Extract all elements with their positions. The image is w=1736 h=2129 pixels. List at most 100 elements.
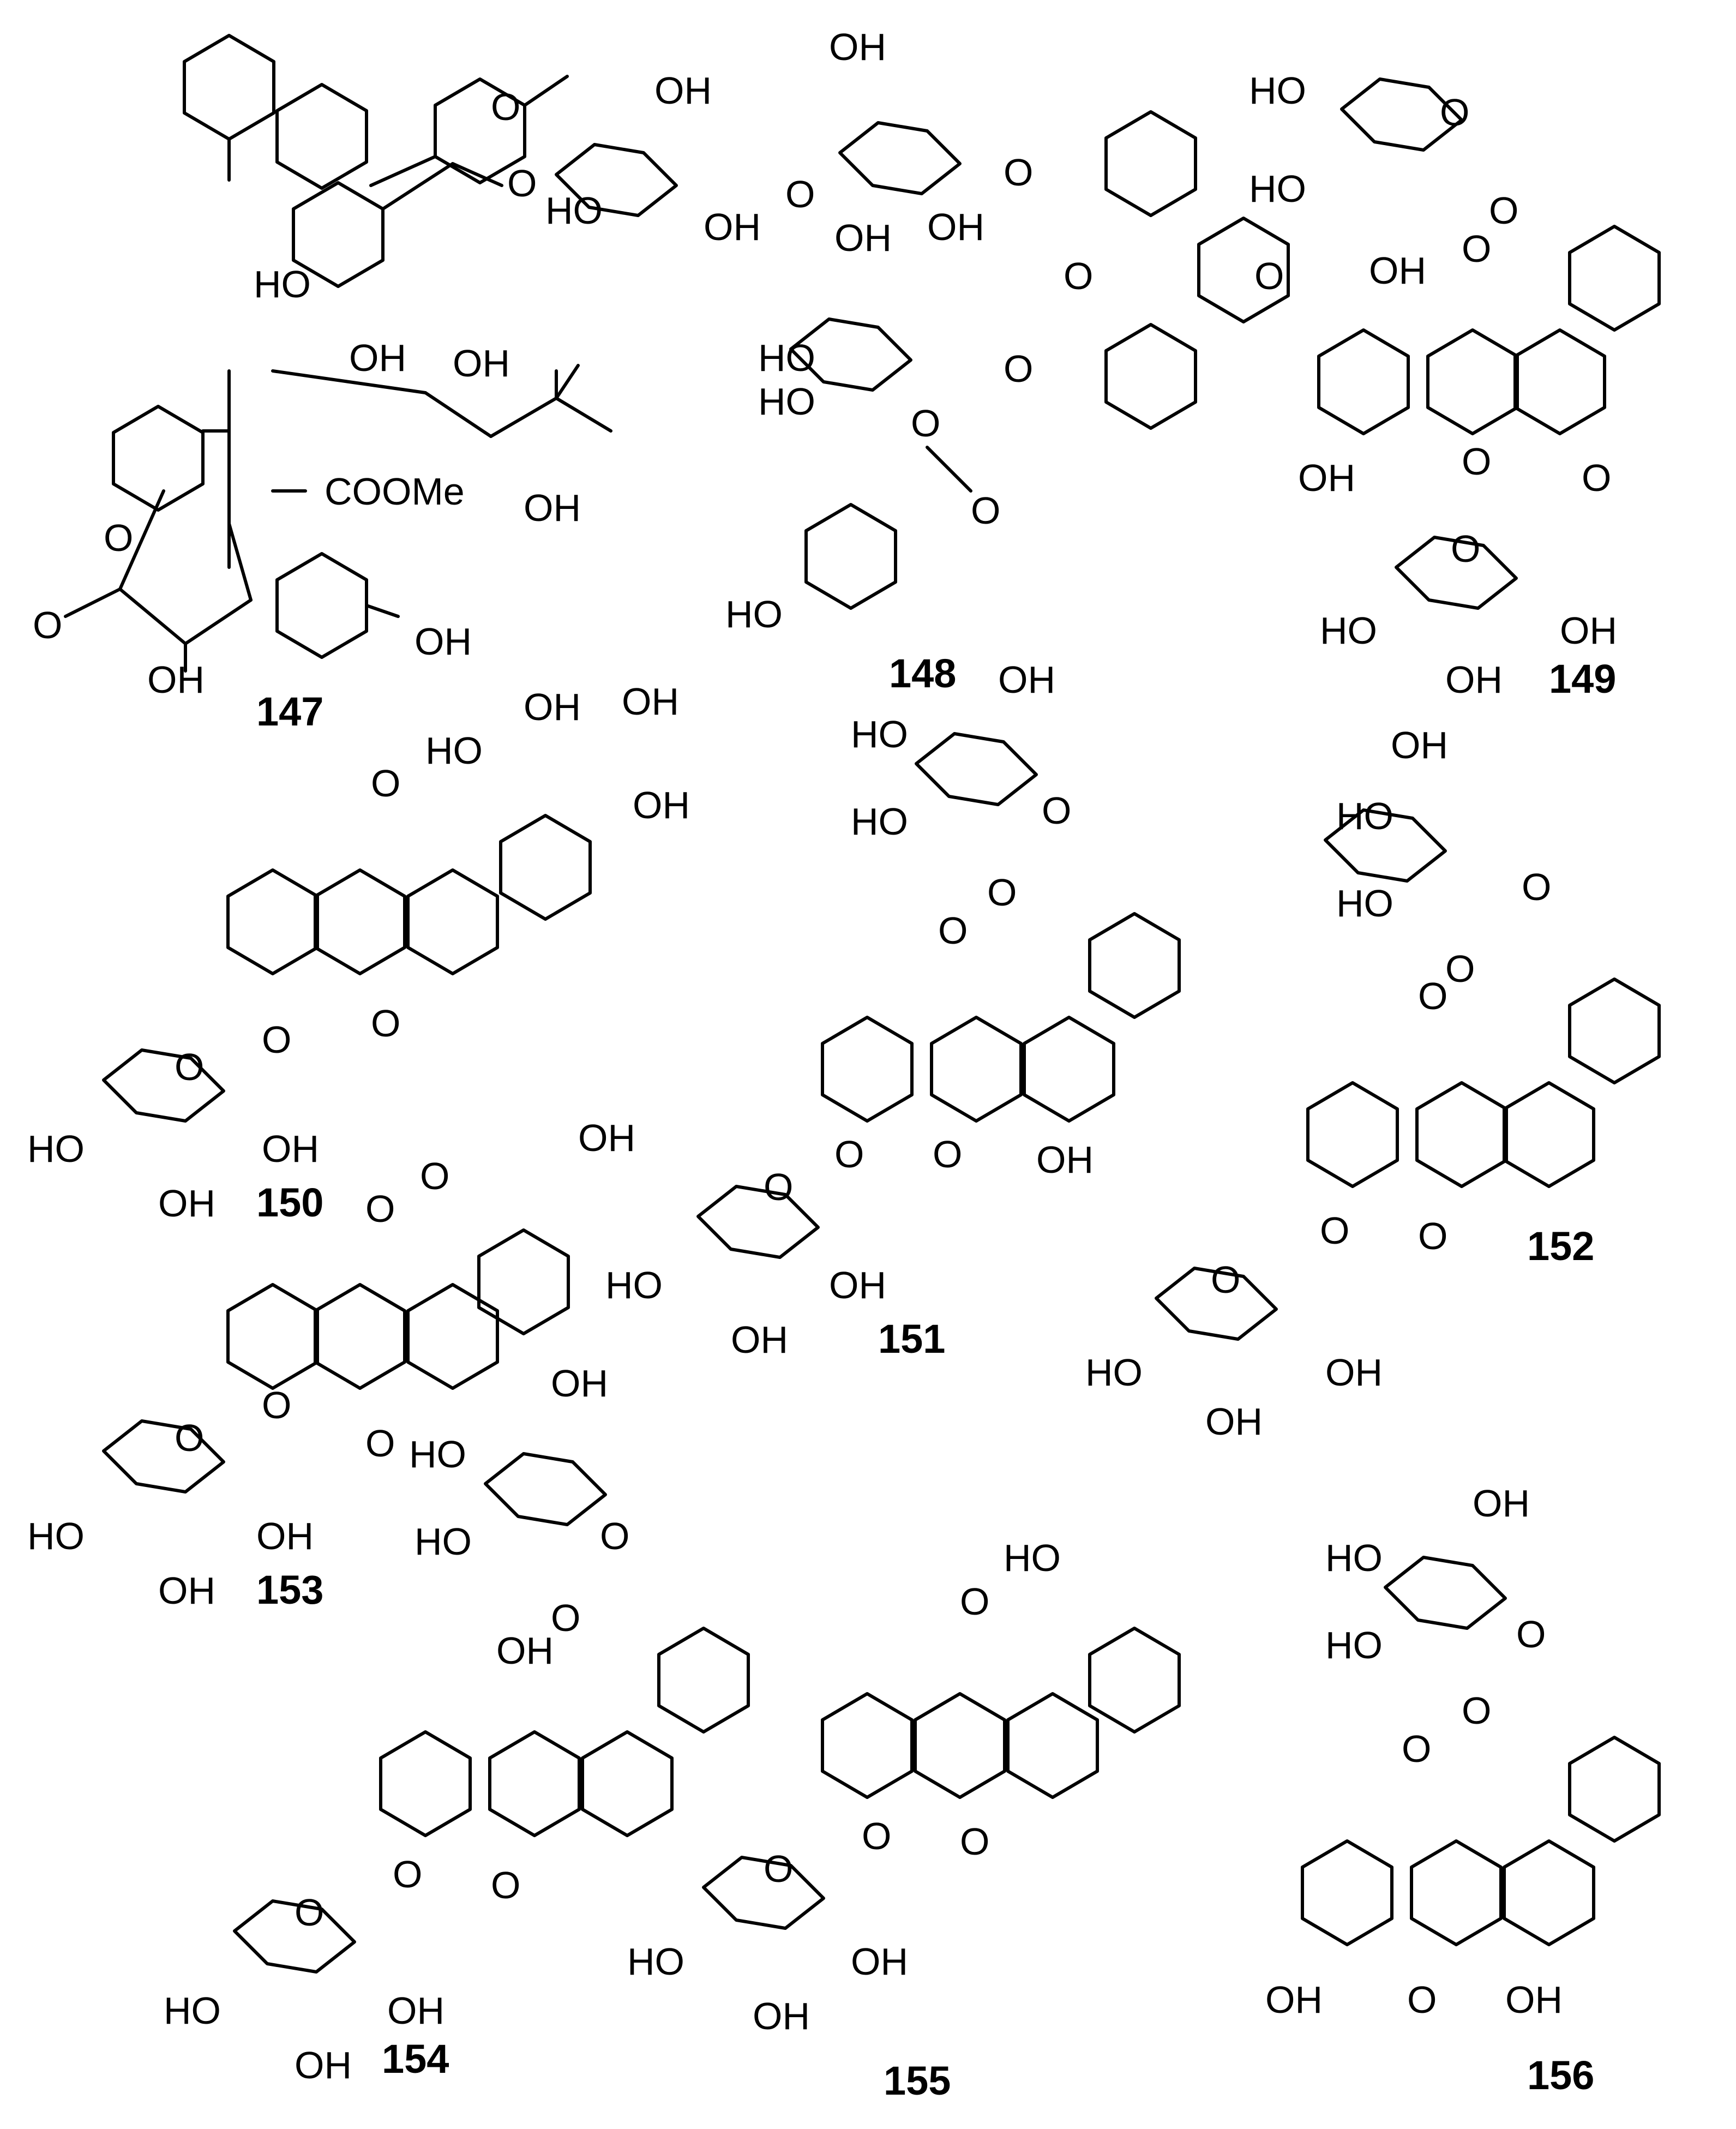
label-o: O [1462,1689,1491,1732]
compound-number-150: 150 [256,1180,323,1225]
label-oh: OH [633,784,690,826]
label-o: O [960,1580,989,1623]
compound-150: HO OH OH OH O O O O HO OH OH 150 [27,680,690,1225]
label-oh: OH [1325,1351,1383,1394]
compound-number-152: 152 [1527,1224,1594,1269]
compound-153: O OH O O O O HO OH OH 153 [27,1117,635,1612]
label-oh: OH [262,1128,319,1170]
label-o: O [1418,975,1447,1017]
label-o: O [393,1853,422,1896]
compound-number-147: 147 [256,689,323,734]
compound-154: OH HO HO O O OH O O O HO OH OH 154 [164,1362,748,2086]
compound-number-154: 154 [382,2036,449,2082]
label-ho: HO [415,1520,472,1563]
compound-151: OH HO HO O O O O OH O O HO OH OH 151 [605,658,1179,1362]
label-o: O [834,1133,864,1176]
label-o: O [1462,227,1491,270]
label-ho: HO [164,1989,221,2032]
label-o: O [1516,1613,1546,1656]
compound-number-148: 148 [889,651,956,696]
label-ho: HO [758,380,815,423]
label-oh: OH [453,342,510,385]
label-o: O [295,1891,324,1934]
label-oh: OH [829,1264,886,1306]
label-oh: OH [704,206,761,248]
label-o: O [1004,347,1033,390]
label-o: O [933,1133,962,1176]
label-o: O [365,1188,395,1230]
compound-147: COOMe OH OH OH OH OH O O 147 [33,35,612,734]
label-ho: HO [758,337,815,379]
label-o: O [1522,866,1551,908]
label-oh: OH [158,1569,215,1612]
label-oh: OH [998,658,1055,701]
label-oh: OH [1298,457,1355,499]
label-o: O [1402,1728,1431,1770]
label-o: O [1211,1258,1240,1301]
label-o: O [420,1155,449,1197]
compound-156: OH HO HO O O O O OH OH 156 [1265,1482,1659,2098]
label-oh: OH [1505,1978,1563,2021]
label-o: O [1407,1978,1437,2021]
label-o: O [491,1864,520,1906]
label-ho: HO [545,189,603,232]
label-o: O [1042,789,1071,832]
compound-148: HO O O HO OH OH O OH OH O O O O HO HO OH… [254,26,1288,696]
label-oh: OH [1369,249,1426,292]
label-oh: OH [524,686,581,728]
label-oh: OH [851,1940,908,1983]
compound-155: HO O O O O HO OH OH 155 [627,1537,1179,2103]
label-o: O [551,1597,580,1639]
label-o: O [1440,91,1469,134]
label-o: O [1462,440,1491,483]
compound-152: OH HO HO O O O O O O HO OH OH 152 [1085,724,1659,1443]
label-oh: OH [256,1515,314,1557]
label-o: O [175,1046,204,1088]
label-oh: OH [147,658,205,701]
compound-number-153: 153 [256,1567,323,1612]
compound-number-149: 149 [1549,656,1616,701]
label-ho: HO [1336,882,1393,925]
label-o: O [960,1820,989,1863]
label-o: O [1064,255,1093,297]
label-oh: OH [1391,724,1448,766]
label-ho: HO [409,1433,466,1476]
label-oh: OH [551,1362,608,1405]
label-oh: OH [654,69,712,112]
label-oh: OH [158,1182,215,1225]
label-o: O [1451,527,1480,570]
label-ho: HO [27,1128,85,1170]
label-oh: OH [295,2044,352,2086]
label-ho: HO [627,1940,684,1983]
label-o: O [104,517,133,559]
label-oh: OH [1205,1400,1263,1443]
label-o: O [175,1417,204,1459]
label-ho: HO [605,1264,663,1306]
label-o: O [987,871,1017,914]
label-oh: OH [1265,1978,1323,2021]
label-oh: OH [753,1995,810,2037]
compound-149: HO HO OH O O O O OH O O HO OH OH 149 [1249,69,1659,701]
label-o: O [1582,457,1611,499]
label-ho: HO [1336,795,1393,837]
label-o: O [971,489,1000,532]
compound-number-151: 151 [878,1316,945,1362]
label-oh: OH [524,487,581,529]
label-o: O [262,1018,291,1061]
label-ho: HO [1004,1537,1061,1579]
label-o: O [911,402,940,445]
label-oh: OH [622,680,679,723]
label-ho: HO [1249,69,1306,112]
label-ho: HO [254,263,311,305]
label-ho: HO [27,1515,85,1557]
label-o: O [262,1384,291,1426]
label-oh: OH [1473,1482,1530,1525]
label-oh: OH [387,1989,444,2032]
label-ho: HO [1325,1537,1383,1579]
label-o: O [1004,151,1033,194]
compound-number-155: 155 [884,2058,951,2103]
label-oh: OH [829,26,886,68]
label-o: O [491,86,520,128]
label-o: O [507,162,537,205]
label-oh: OH [496,1629,554,1672]
